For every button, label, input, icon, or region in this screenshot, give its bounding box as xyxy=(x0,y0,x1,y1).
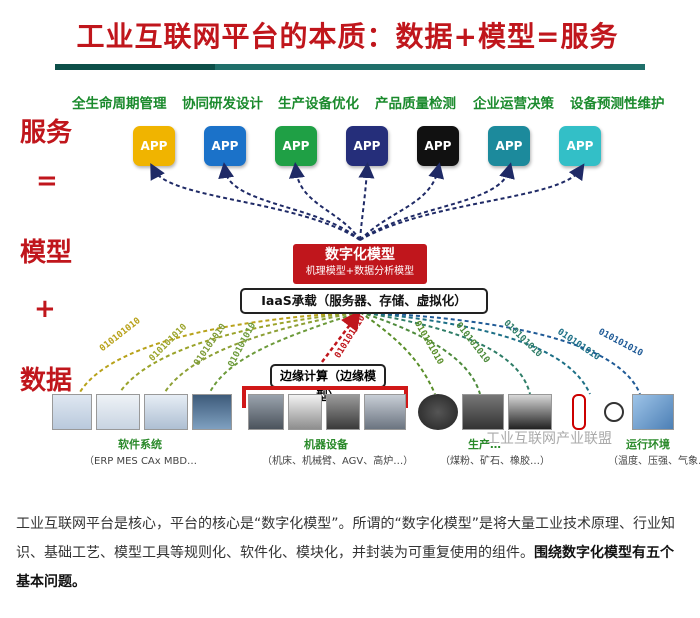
title-underline xyxy=(55,64,645,70)
link-core-app-5 xyxy=(359,162,445,241)
link-core-app-7 xyxy=(359,163,585,241)
app-label-rnd: 协同研发设计 xyxy=(182,96,263,112)
link-data-2 xyxy=(119,311,361,393)
watermark: 工业互联网产业联盟 xyxy=(486,431,612,447)
iaas-box[interactable]: IaaS承载（服务器、存储、虚拟化） xyxy=(240,288,488,314)
side-label-service: 服务 xyxy=(20,118,73,148)
link-edge-core xyxy=(321,310,361,363)
link-data-3 xyxy=(164,311,361,393)
link-data-4 xyxy=(209,311,361,393)
diagram-title-area: 工业互联网平台的本质：数据+模型=服务 xyxy=(50,12,645,62)
category-software: 软件系统 xyxy=(118,438,162,451)
app-box-4[interactable]: APP xyxy=(346,126,388,166)
app-label-lifecycle: 全生命周期管理 xyxy=(72,96,167,112)
app-box-2[interactable]: APP xyxy=(204,126,246,166)
edge-bracket xyxy=(242,386,408,408)
category-production-sub: （煤粉、矿石、橡胶…） xyxy=(440,456,550,467)
link-data-8 xyxy=(359,311,591,395)
body-paragraph: 工业互联网平台是核心，平台的核心是“数字化模型”。所谓的“数字化模型”是将大量工… xyxy=(16,510,686,597)
software-thumb-1 xyxy=(52,394,92,430)
connection-lines xyxy=(79,162,641,395)
app-box-7[interactable]: APP xyxy=(559,126,601,166)
side-label-model: 模型 xyxy=(20,238,73,268)
category-environment-sub: （温度、压强、气象… xyxy=(608,456,700,467)
link-core-app-2 xyxy=(218,162,361,241)
software-thumb-3 xyxy=(144,394,188,430)
edge-computing-box[interactable]: 边缘计算（边缘模型） xyxy=(270,364,386,403)
app-box-1[interactable]: APP xyxy=(133,126,175,166)
software-thumb-2 xyxy=(96,394,140,430)
link-core-app-3 xyxy=(288,162,361,241)
side-label-data: 数据 xyxy=(20,366,73,396)
body-text: 工业互联网平台是核心，平台的核心是“数字化模型”。所谓的“数字化模型”是将大量工… xyxy=(16,516,676,561)
app-box-6[interactable]: APP xyxy=(488,126,530,166)
category-machines-sub: （机床、机械臂、AGV、高炉…） xyxy=(262,456,414,467)
link-core-app-1 xyxy=(150,162,361,241)
app-label-operations: 企业运营决策 xyxy=(473,96,554,112)
link-core-app-4 xyxy=(358,162,375,241)
digital-model-box[interactable]: 数字化模型 机理模型+数据分析模型 xyxy=(293,244,427,284)
digital-model-subtitle: 机理模型+数据分析模型 xyxy=(305,266,415,277)
machine-furnace-icon xyxy=(364,394,406,430)
link-data-7 xyxy=(359,311,531,395)
weather-map-icon xyxy=(632,394,674,430)
app-label-predictive: 设备预测性维护 xyxy=(570,96,665,112)
app-box-5[interactable]: APP xyxy=(417,126,459,166)
link-data-5 xyxy=(359,311,436,395)
app-label-quality: 产品质量检测 xyxy=(375,96,456,112)
thermometer-icon xyxy=(572,394,586,430)
side-label-equals: = xyxy=(36,166,58,196)
software-thumb-4 xyxy=(192,394,232,430)
app-box-3[interactable]: APP xyxy=(275,126,317,166)
category-environment: 运行环境 xyxy=(626,438,670,451)
link-core-app-6 xyxy=(359,162,515,241)
category-production: 生产… xyxy=(468,438,501,451)
material-rubber-icon xyxy=(508,394,552,430)
material-coal-icon xyxy=(418,394,458,430)
body-bold-text: 围绕数字化模型有五个基本问题。 xyxy=(16,545,674,590)
material-ore-icon xyxy=(462,394,504,430)
link-data-9 xyxy=(359,311,641,395)
digital-model-title: 数字化模型 xyxy=(325,247,395,263)
category-software-sub: （ERP MES CAx MBD… xyxy=(84,456,198,467)
diagram-title: 工业互联网平台的本质：数据+模型=服务 xyxy=(76,20,619,53)
pressure-gauge-icon xyxy=(604,402,624,422)
app-label-equipment: 生产设备优化 xyxy=(278,96,359,112)
category-machines: 机器设备 xyxy=(304,438,348,451)
side-label-plus: + xyxy=(34,294,56,324)
machine-arm-icon xyxy=(288,394,322,430)
machine-lathe-icon xyxy=(248,394,284,430)
link-data-1 xyxy=(79,311,361,393)
machine-agv-icon xyxy=(326,394,360,430)
link-data-6 xyxy=(359,311,481,395)
diagram-figure: 工业互联网平台的本质：数据+模型=服务 服务 = 模型 + 数据 全生命周期管理… xyxy=(20,12,700,467)
